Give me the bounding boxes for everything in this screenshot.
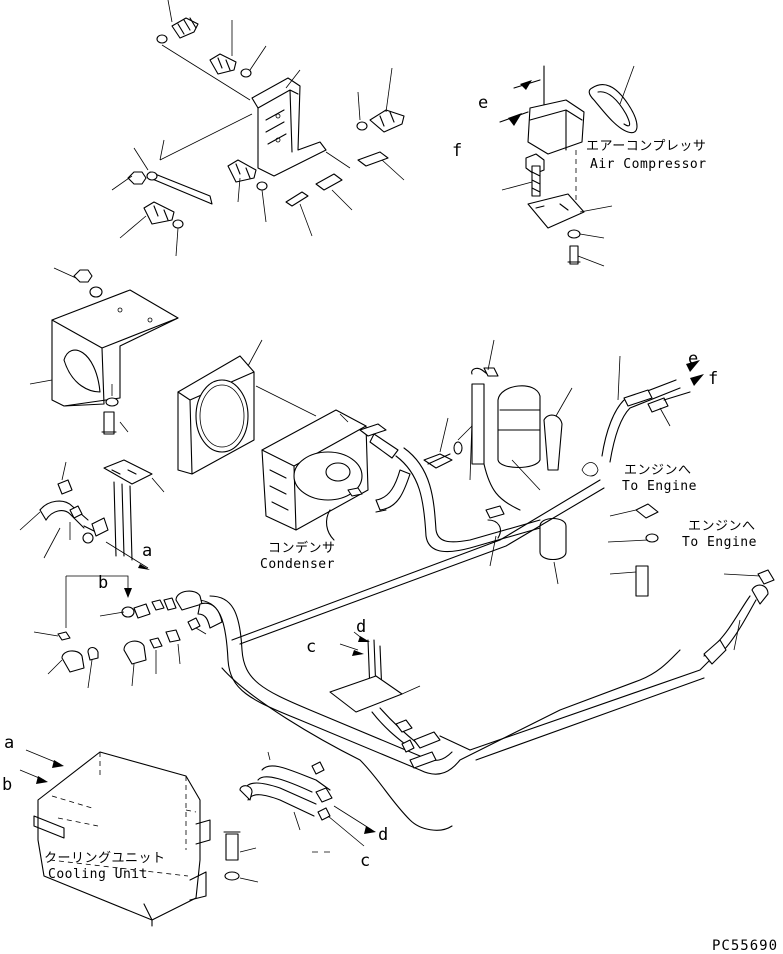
cooling-unit: [33, 751, 211, 927]
bolt: [143, 201, 175, 225]
drawing-code: PC55690: [712, 938, 778, 954]
to-engine-label-1-en: To Engine: [622, 479, 697, 494]
air-compressor-label-en: Air Compressor: [590, 157, 707, 172]
bolt: [423, 453, 453, 469]
condenser-label-en: Condenser: [260, 557, 335, 572]
letter-d-bottom: d: [378, 825, 388, 845]
letter-f-right: f: [708, 369, 718, 389]
letter-b-unit: b: [2, 775, 12, 795]
to-engine-label-2-jp: エンジンへ: [688, 519, 756, 534]
washer: [105, 397, 119, 407]
letter-c-bottom: c: [360, 851, 370, 871]
bolt: [531, 165, 541, 197]
washer: [89, 286, 103, 298]
arrow-a-unit: [52, 760, 64, 768]
arrow-d-middle: [358, 636, 370, 642]
air-compressor-label-jp: エアーコンプレッサ: [586, 139, 706, 154]
air-compressor: [525, 99, 585, 206]
washer: [453, 441, 463, 455]
washer: [240, 68, 252, 78]
washer: [224, 871, 240, 881]
pin: [315, 173, 343, 191]
arrow-b-unit: [36, 776, 48, 784]
bolt: [369, 109, 405, 133]
to-engine-label-2-en: To Engine: [682, 535, 757, 550]
arrow-e-right: [686, 360, 700, 372]
arrow-a-left: [138, 564, 150, 570]
middle-connection-bracket: [329, 631, 471, 769]
to-engine-label-1-jp: エンジンへ: [624, 463, 692, 478]
nut: [73, 269, 93, 283]
plate: [357, 151, 389, 167]
cooling-unit-pipes: [239, 751, 376, 853]
strap: [149, 171, 213, 205]
letter-f-top: f: [452, 141, 462, 161]
letter-c-middle: c: [306, 637, 316, 657]
bolt: [567, 245, 581, 265]
bolt: [171, 17, 199, 39]
washer: [256, 181, 268, 191]
condenser-mounting-bracket: [51, 289, 179, 407]
letter-a-unit: a: [4, 733, 14, 753]
cooling-unit-label-en: Cooling Unit: [48, 867, 148, 882]
letter-a-left: a: [142, 541, 152, 561]
letter-b-left: b: [98, 573, 108, 593]
bolt: [101, 411, 117, 435]
main-refrigerant-lines: [195, 479, 721, 831]
bolt: [209, 53, 237, 75]
condenser-label-jp: コンデンサ: [268, 540, 336, 556]
letter-e-top: e: [478, 93, 488, 113]
arrow-c-middle: [352, 650, 364, 656]
cooling-unit-label-jp: クーリングユニット: [44, 851, 166, 866]
washer: [567, 229, 581, 239]
condenser-hoses: [369, 433, 541, 553]
arrow-d-bottom: [364, 826, 376, 834]
washer: [356, 121, 368, 131]
receiver-dryer: [469, 339, 573, 585]
pin: [285, 191, 309, 207]
mounting-bracket: [251, 69, 327, 177]
letter-d-middle: d: [356, 617, 366, 637]
arrow-f-right: [690, 374, 704, 386]
pipe-clamp-assembly: [19, 459, 165, 570]
engine-hoses: [581, 355, 775, 665]
washer: [146, 171, 158, 181]
arrow-f-top: [508, 113, 522, 126]
fan-shroud: [177, 355, 255, 475]
compressor-bracket: [527, 193, 585, 229]
drive-belt: [588, 84, 638, 134]
washer: [172, 219, 184, 229]
arrow-e-top: [520, 80, 532, 90]
condenser: [261, 409, 387, 541]
nut: [127, 171, 147, 185]
condenser-bracket-assembly: [29, 267, 317, 475]
bolt: [223, 831, 241, 861]
letter-e-right: e: [688, 349, 698, 369]
washer: [156, 34, 168, 44]
arrow-b-left: [124, 588, 132, 598]
air-compressor-assembly: e f エアーコンプレッサ Air Compressor: [452, 65, 707, 267]
top-bracket-assembly: [111, 0, 405, 257]
bolt: [227, 159, 257, 183]
fittings-row: [33, 590, 223, 689]
